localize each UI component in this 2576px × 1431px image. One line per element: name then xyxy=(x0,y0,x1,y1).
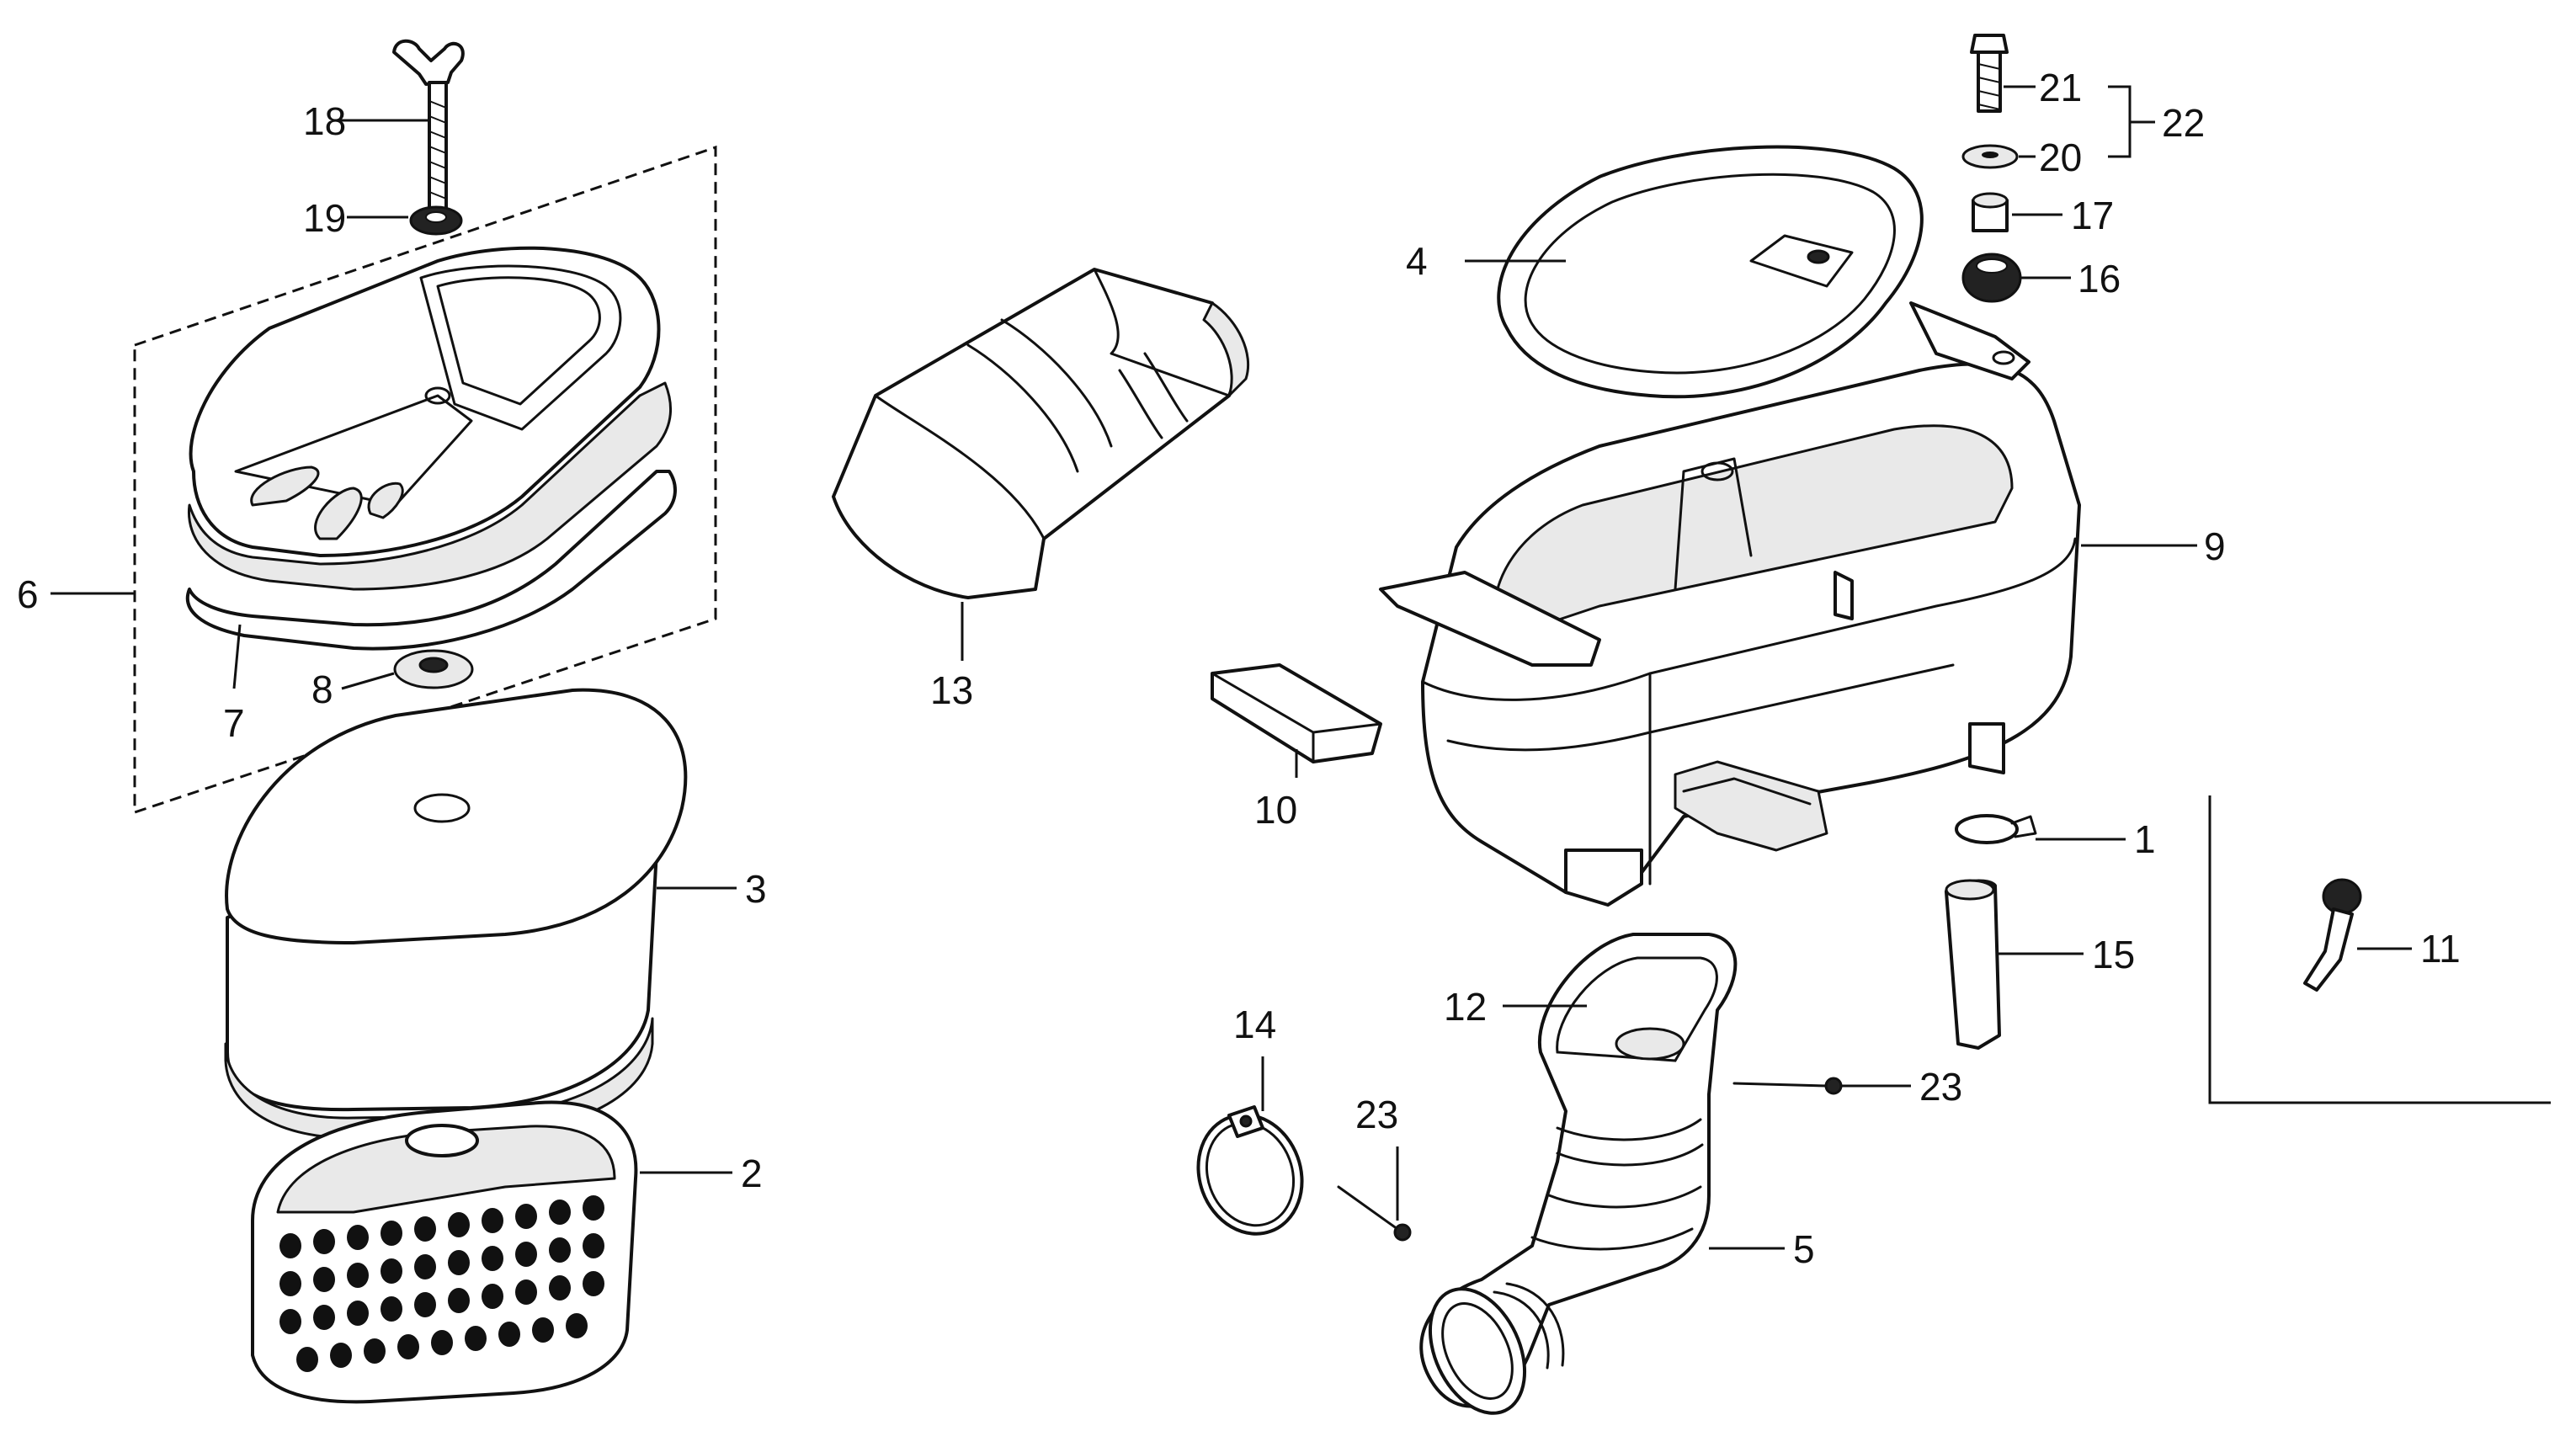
filter-cage xyxy=(251,1100,638,1404)
hose-clip xyxy=(1955,814,2037,844)
cover-nut xyxy=(409,205,463,236)
cover-gasket xyxy=(185,470,677,651)
callout-7: 7 xyxy=(223,701,245,745)
callout-15: 15 xyxy=(2092,933,2135,976)
drain-tube xyxy=(1945,879,2001,1050)
inset-frame xyxy=(2208,795,2551,1104)
cover-assembly-frame xyxy=(133,145,717,815)
case-washer xyxy=(1961,144,2019,169)
callout-21: 21 xyxy=(2039,66,2082,109)
callout-6: 6 xyxy=(17,572,39,616)
callout-10: 10 xyxy=(1254,788,1297,832)
callout-8: 8 xyxy=(311,668,333,711)
screw-left xyxy=(1337,1185,1412,1242)
case-gasket xyxy=(1497,145,1924,399)
screw-right xyxy=(1732,1077,1843,1095)
pad xyxy=(1211,663,1382,763)
drain-elbow xyxy=(2303,878,2362,992)
callout-13: 13 xyxy=(930,668,973,712)
callout-1: 1 xyxy=(2134,817,2156,861)
intake-duct xyxy=(832,268,1250,599)
callout-4: 4 xyxy=(1406,239,1428,283)
case-bolt xyxy=(1970,34,2009,113)
callout-23-left: 23 xyxy=(1355,1093,1398,1136)
callout-9: 9 xyxy=(2204,524,2226,568)
callout-labels: 1 2 3 4 5 6 7 8 9 10 11 12 13 14 15 16 1… xyxy=(17,66,2461,1271)
callout-2: 2 xyxy=(741,1152,763,1195)
callout-5: 5 xyxy=(1793,1227,1815,1271)
leader-lines xyxy=(51,85,2412,1250)
callout-17: 17 xyxy=(2071,194,2114,237)
callout-18: 18 xyxy=(303,99,346,143)
callout-22: 22 xyxy=(2162,101,2205,145)
grommet xyxy=(393,649,474,689)
callout-12: 12 xyxy=(1444,985,1487,1029)
case-collar xyxy=(1972,192,2009,232)
case-grommet xyxy=(1961,253,2022,303)
tube-band xyxy=(1196,1105,1304,1236)
air-cleaner-cover xyxy=(187,246,673,591)
wing-bolt xyxy=(392,39,465,210)
air-cleaner-connecting-tube xyxy=(1419,933,1738,1415)
callout-11: 11 xyxy=(2420,927,2461,971)
air-cleaner-case xyxy=(1379,301,2081,907)
callout-23-right: 23 xyxy=(1919,1065,1962,1109)
callout-16: 16 xyxy=(2078,257,2121,301)
callout-14: 14 xyxy=(1233,1003,1276,1046)
callout-20: 20 xyxy=(2039,136,2082,179)
callout-3: 3 xyxy=(745,867,767,911)
callout-19: 19 xyxy=(303,196,346,240)
air-filter-element xyxy=(224,688,688,1140)
